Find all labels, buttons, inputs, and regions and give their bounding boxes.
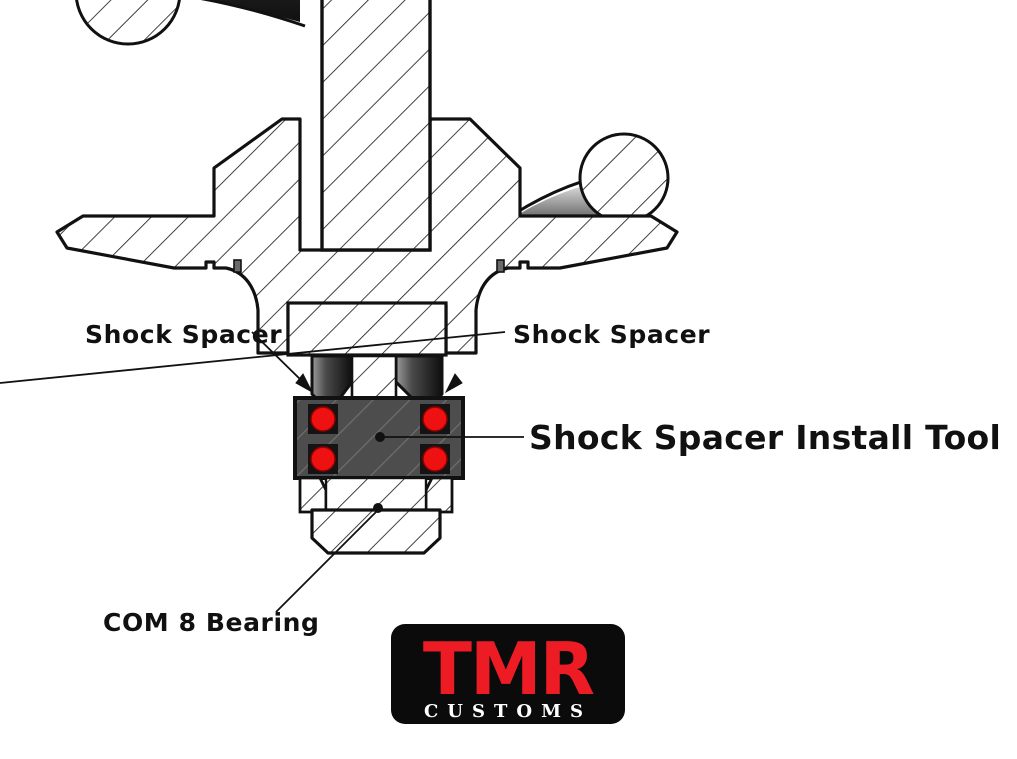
shock-spacer-left (310, 354, 354, 400)
knuckle-lower-boss (286, 301, 448, 357)
label-shock-spacer-right: Shock Spacer (513, 320, 711, 349)
label-com-8-bearing: COM 8 Bearing (103, 608, 320, 637)
shock-spacer-right (394, 354, 444, 400)
center-pin-section (350, 354, 398, 400)
logo-brand-text: TMR (423, 627, 594, 711)
install-tool-bolt (308, 444, 338, 474)
tmr-customs-logo: TMR CUSTOMS (389, 620, 627, 730)
install-tool-bolt (420, 444, 450, 474)
logo-graphic: TMR CUSTOMS (391, 624, 625, 724)
upper-left-rod (75, 0, 306, 46)
install-tool-bolt (308, 404, 338, 434)
label-shock-spacer-install-tool: Shock Spacer Install Tool (529, 418, 1002, 457)
center-shaft (320, 0, 432, 252)
logo-plate (391, 624, 625, 724)
com-8-bearing (310, 508, 442, 555)
logo-subtitle-text: CUSTOMS (424, 701, 592, 722)
leader-lines (0, 331, 524, 613)
install-tool-bolt (420, 404, 450, 434)
label-shock-spacer-left: Shock Spacer (85, 320, 283, 349)
steering-knuckle (55, 117, 679, 355)
